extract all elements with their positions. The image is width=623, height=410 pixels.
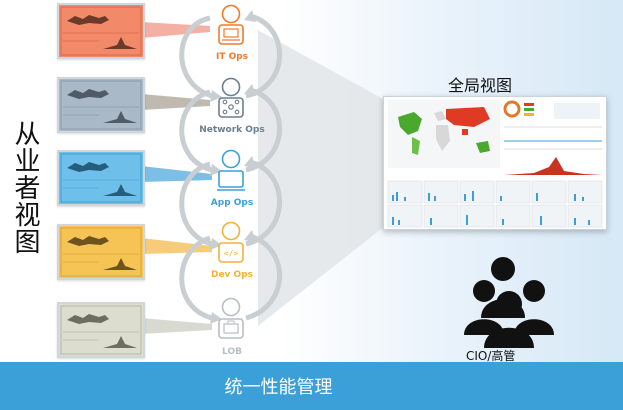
thumbnail-connectors	[141, 22, 212, 334]
bottom-banner-text: 统一性能管理	[224, 377, 333, 398]
global-view-title: 全局视图	[448, 76, 513, 95]
laptop-icon	[218, 4, 244, 45]
cycle-arrow-1	[179, 15, 213, 99]
role-label-network-ops: Network Ops	[199, 125, 265, 135]
thumbnail-network-ops	[57, 77, 145, 133]
code-window-icon: </>	[218, 221, 244, 263]
cycle-arrow-8	[245, 233, 282, 321]
arrowhead	[210, 90, 222, 102]
arrowhead	[210, 164, 222, 176]
executive-label: CIO/高管	[466, 349, 516, 363]
connector-app-ops	[141, 166, 212, 182]
bottom-banner: 统一性能管理	[0, 362, 623, 410]
thumbnail-app-ops	[57, 150, 145, 206]
thumbnail-it-ops	[57, 3, 145, 59]
briefcase-icon	[218, 297, 244, 339]
executive-group-icon	[464, 257, 554, 348]
cycle-arrow-7	[179, 235, 213, 321]
role-label-lob: LOB	[222, 347, 242, 357]
arrowhead	[210, 238, 222, 250]
connector-lob	[141, 318, 212, 334]
practitioner-view-title: 从业者视图	[10, 120, 40, 255]
arrowhead	[244, 230, 256, 242]
monitor-icon	[217, 149, 245, 191]
connector-network-ops	[141, 94, 210, 110]
role-label-app-ops: App Ops	[210, 198, 254, 208]
view-cone	[258, 30, 385, 326]
global-dashboard-screenshot	[383, 96, 607, 230]
cycle-arrow-5	[179, 161, 213, 247]
arrowhead	[210, 312, 222, 324]
svg-text:</>: </>	[224, 249, 239, 258]
network-nodes-icon	[218, 77, 244, 118]
thumbnail-lob	[57, 302, 145, 358]
role-label-it-ops: IT Ops	[215, 52, 249, 62]
role-label-dev-ops: Dev Ops	[210, 270, 254, 280]
arrowhead	[244, 156, 256, 168]
cycle-arrowheads	[210, 10, 256, 324]
arrowhead	[244, 10, 256, 22]
thumbnail-dev-ops	[57, 224, 145, 280]
arrowhead	[244, 84, 256, 96]
cycle-arrows	[179, 13, 282, 321]
cycle-arrow-3	[179, 89, 213, 173]
cycle-arrow-2	[245, 13, 282, 99]
